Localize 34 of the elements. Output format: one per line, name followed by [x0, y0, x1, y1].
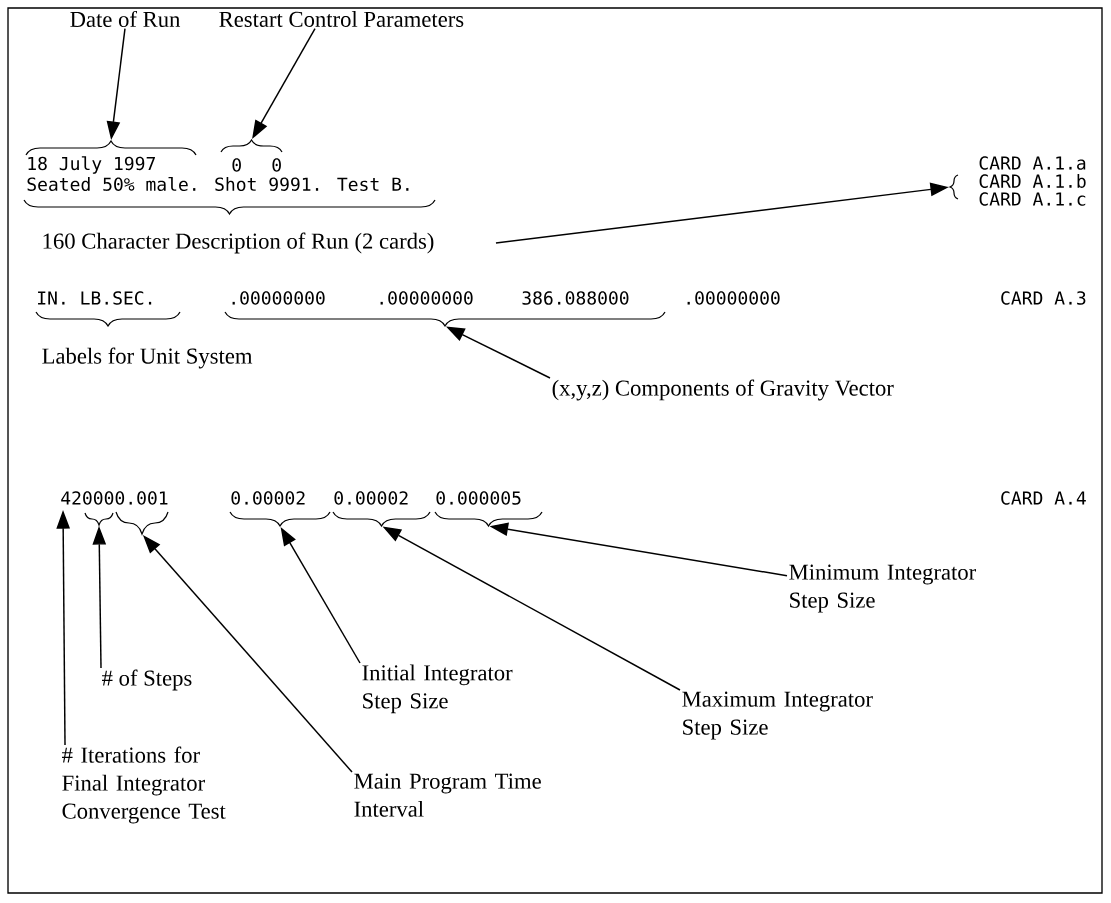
brace	[332, 511, 431, 527]
brace	[84, 512, 114, 526]
brace	[25, 140, 197, 156]
brace	[220, 139, 283, 153]
callout-text: # of Steps	[102, 669, 192, 691]
code-text: 18 July 1997	[28, 156, 155, 174]
brace	[115, 511, 169, 535]
callout-text: Minimum Integrator Step Size	[789, 564, 976, 613]
code-text: CARD A.4	[1001, 491, 1086, 505]
callout-text: Initial Integrator Step Size	[362, 664, 513, 714]
code-text: IN. LB.SEC.	[38, 291, 152, 305]
code-text: 0.00002	[334, 491, 408, 505]
callout-text: Date of Run	[70, 10, 181, 28]
code-text: Seated 50% male. Shot 9991. Test B.	[27, 177, 409, 191]
code-text: CARD A.1.b	[979, 174, 1086, 188]
code-text: 0.00002	[231, 491, 305, 505]
callout-text: Main Program Time Interval	[354, 773, 541, 817]
code-text: 0	[232, 158, 241, 172]
code-text: CARD A.1.c	[979, 192, 1086, 206]
code-text: CARD A.1.a	[979, 156, 1086, 170]
callout-text: Labels for Unit System	[42, 347, 253, 369]
brace	[434, 511, 543, 527]
code-text: .00000000	[687, 291, 780, 305]
callout-text: # Iterations for Final Integrator Convergence Test	[62, 746, 226, 824]
code-text: 420000.001	[61, 491, 168, 505]
code-text: 0.000005	[436, 491, 521, 505]
brace	[949, 174, 959, 200]
brace	[229, 511, 331, 527]
callout-text: Maximum Integrator Step Size	[682, 691, 873, 740]
callout-text: (x,y,z) Components of Gravity Vector	[552, 379, 894, 401]
callout-text: 160 Character Description of Run (2 cards)	[43, 232, 434, 254]
callout-text: Restart Control Parameters	[219, 11, 464, 27]
brace	[224, 311, 666, 327]
code-text: CARD A.3	[1001, 291, 1086, 305]
